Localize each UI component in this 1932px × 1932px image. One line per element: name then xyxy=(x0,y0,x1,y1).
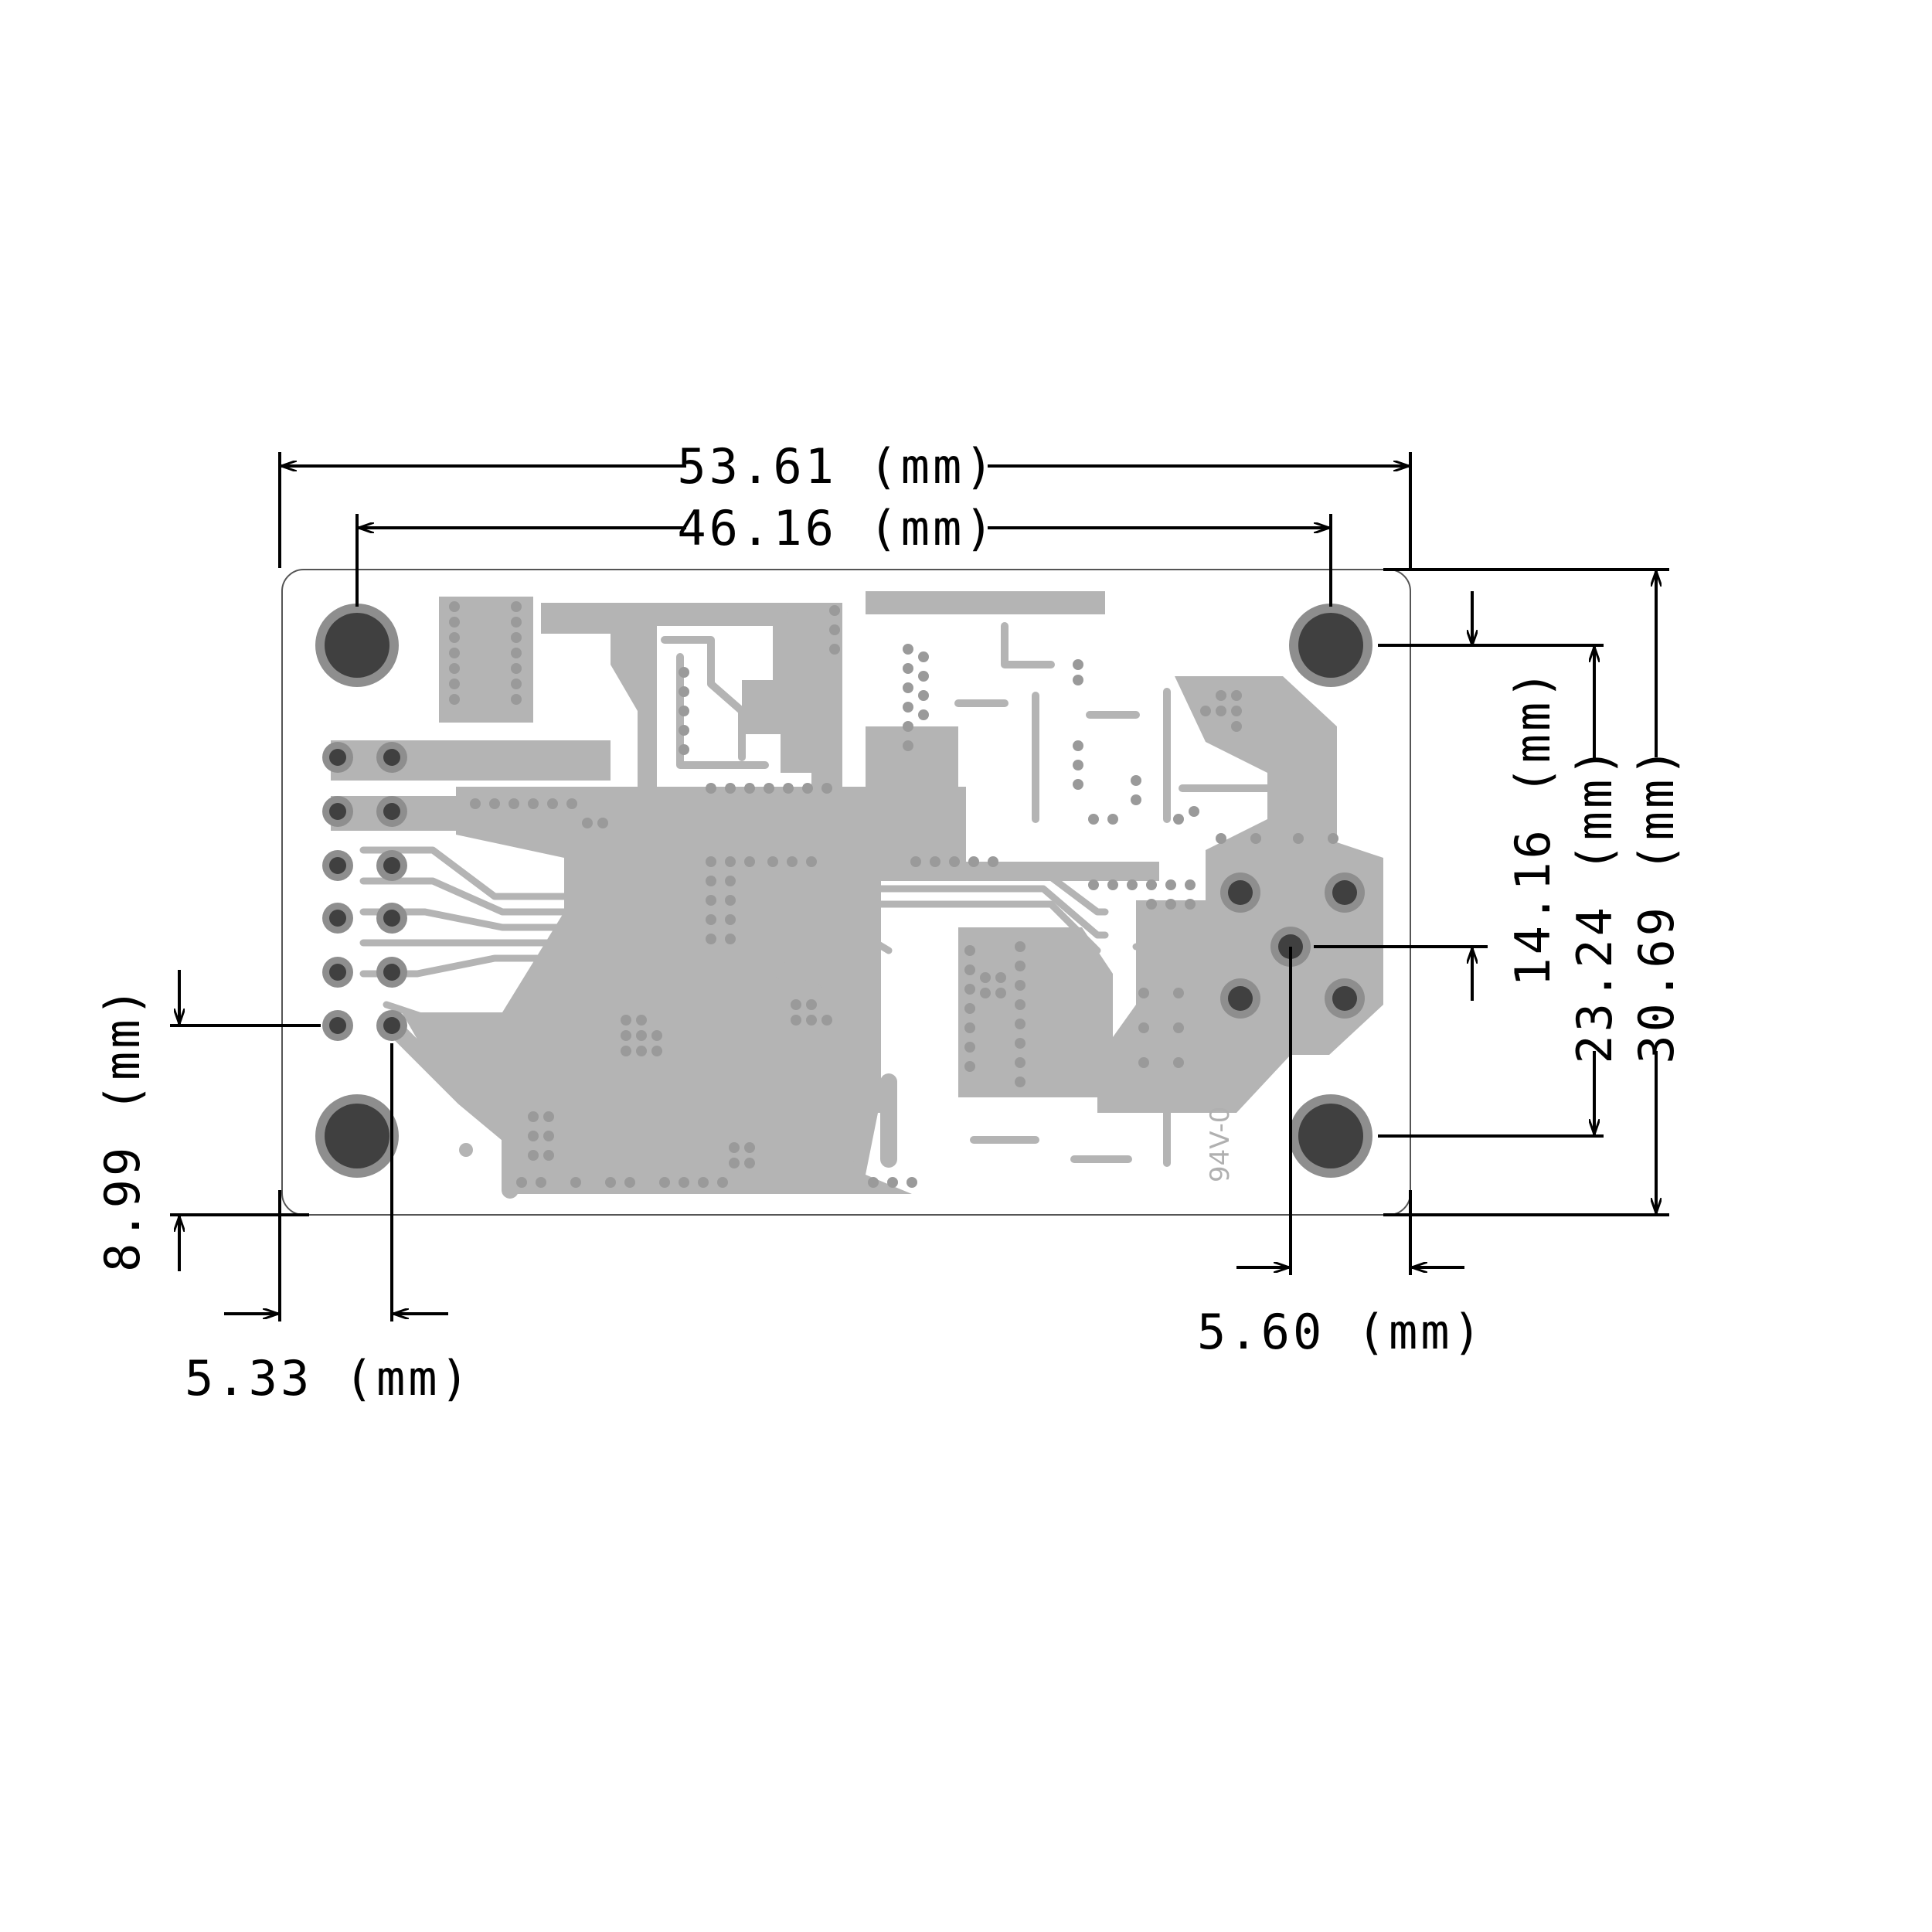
dimension-hole-spacing-x-label: 46.16 (mm) xyxy=(677,500,996,556)
vias xyxy=(449,601,1338,1188)
copper-pour-top-center xyxy=(541,603,842,819)
mounting-hole-bottom-right xyxy=(1289,1094,1372,1178)
dimension-hole-spacing-y-label: 23.24 (mm) xyxy=(1566,744,1623,1063)
dimension-hole-spacing-x: 46.16 (mm) xyxy=(355,500,1332,607)
copper-pour-top-mid xyxy=(866,591,1105,804)
connector-pads xyxy=(1220,872,1365,1019)
copper-traces xyxy=(359,607,1294,1199)
dimension-hole-spacing-y: 23.24 (mm) xyxy=(1378,644,1623,1138)
fiducial-mark xyxy=(459,1143,473,1157)
trace-power xyxy=(386,1019,897,1199)
dimension-overall-height: 30.69 (mm) xyxy=(1383,568,1685,1216)
dimension-left-edge-to-header: 5.33 (mm) xyxy=(185,1043,472,1406)
pcb-board: 94V-0 xyxy=(281,569,1411,1216)
copper-pour-left-strip xyxy=(331,740,611,781)
flammability-marking: 94V-0 xyxy=(1205,1107,1236,1182)
mounting-hole-top-left xyxy=(315,604,399,687)
dimension-overall-height-label: 30.69 (mm) xyxy=(1628,744,1685,1063)
dimension-top-to-center-pad-label: 14.16 (mm) xyxy=(1505,667,1561,986)
dimension-overall-width: 53.61 (mm) xyxy=(278,438,1412,568)
dimension-right-edge-to-center-pad-label: 5.60 (mm) xyxy=(1197,1304,1485,1360)
dimension-left-edge-to-header-label: 5.33 (mm) xyxy=(185,1350,472,1406)
copper-pour-bottom-center xyxy=(773,1074,881,1113)
copper-pour-top-left xyxy=(439,597,533,723)
pin-header xyxy=(322,742,407,1041)
trace-top-misc xyxy=(591,607,1287,1167)
mounting-holes xyxy=(315,604,1372,1178)
mounting-hole-top-right xyxy=(1289,604,1372,687)
dimension-bottom-to-header-pin: 8.99 (mm) xyxy=(94,970,321,1272)
dimension-top-to-center-pad: 14.16 (mm) xyxy=(1314,591,1561,1001)
mounting-hole-bottom-left xyxy=(315,1094,399,1178)
dimension-right-edge-to-center-pad: 5.60 (mm) xyxy=(1197,947,1485,1360)
dimension-overall-width-label: 53.61 (mm) xyxy=(677,438,996,495)
dimension-bottom-to-header-pin-label: 8.99 (mm) xyxy=(94,985,151,1272)
copper-pour-center-block xyxy=(958,927,1113,1097)
trace-bundle-right xyxy=(761,862,1294,1148)
